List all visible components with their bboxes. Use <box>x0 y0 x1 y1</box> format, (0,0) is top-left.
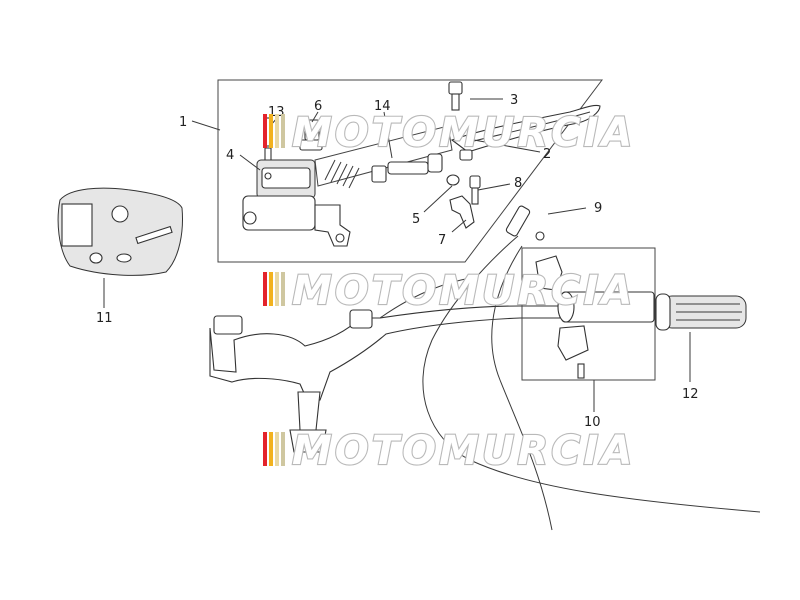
watermark-stripe <box>263 432 267 466</box>
watermark-middle: MOTOMURCIA <box>263 267 635 315</box>
callout-10: 10 <box>584 415 601 430</box>
handlebar-grip <box>655 293 747 331</box>
master-cylinder-body <box>242 159 351 247</box>
watermark-stripe <box>281 114 285 148</box>
throttle-group-frame <box>521 247 656 381</box>
callout-6: 6 <box>314 99 322 114</box>
watermark-stripe <box>269 432 273 466</box>
brake-master-cylinder-group-frame <box>217 79 604 263</box>
callout-9: 9 <box>594 201 602 216</box>
callout-4: 4 <box>226 148 234 163</box>
watermark-stripe <box>275 114 279 148</box>
callout-1: 1 <box>179 115 187 130</box>
watermark-stripe <box>281 272 285 306</box>
watermark-text: MOTOMURCIA <box>292 428 635 474</box>
watermark-stripe <box>275 272 279 306</box>
watermark-top: MOTOMURCIA <box>263 109 635 157</box>
callout-7: 7 <box>438 233 446 248</box>
throttle-cable <box>422 235 761 513</box>
callout-12: 12 <box>682 387 699 402</box>
callout-14: 14 <box>374 99 391 114</box>
callout-8: 8 <box>514 176 522 191</box>
watermark-stripe <box>269 114 273 148</box>
throttle-cable-2 <box>491 245 553 531</box>
watermark-bottom: MOTOMURCIA <box>263 427 635 475</box>
throttle-housing <box>535 255 655 379</box>
callout-11: 11 <box>96 311 113 326</box>
watermark-stripe <box>275 432 279 466</box>
piston-kit <box>314 125 453 189</box>
handlebar-clamp <box>449 195 475 229</box>
clamp-screw <box>469 175 481 205</box>
cable-adjuster <box>505 205 545 241</box>
reservoir-fitting <box>299 119 323 151</box>
watermark-text: MOTOMURCIA <box>292 110 635 156</box>
lever-pivot-bolt <box>448 81 463 111</box>
watermark-stripe <box>263 114 267 148</box>
handlebar-frame <box>209 277 561 453</box>
lever-bushing <box>459 149 473 161</box>
watermark-stripe <box>269 272 273 306</box>
callout-5: 5 <box>412 212 420 227</box>
watermark-stripe <box>281 432 285 466</box>
leader-lines <box>103 98 691 412</box>
rear-housing-cover <box>57 187 183 276</box>
watermark-text: MOTOMURCIA <box>292 268 635 314</box>
nut <box>446 174 460 186</box>
callout-3: 3 <box>510 93 518 108</box>
callout-2: 2 <box>543 147 551 162</box>
watermark-stripe <box>263 272 267 306</box>
